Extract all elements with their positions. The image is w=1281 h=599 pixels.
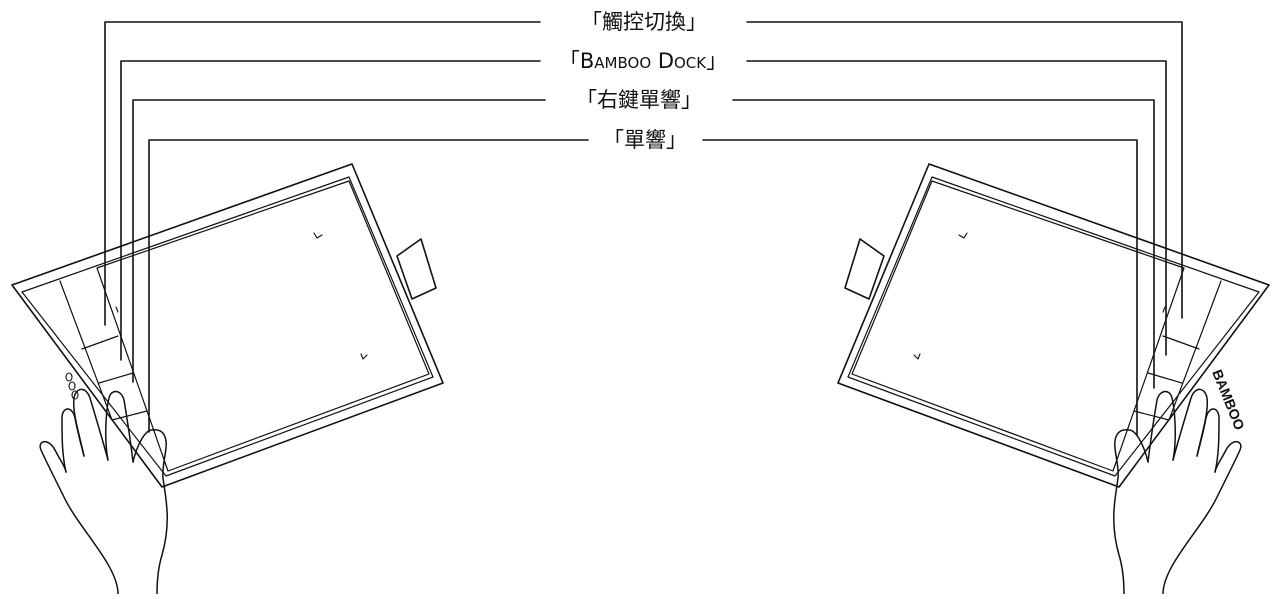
- leader-line-bamboo-dock-right: [746, 60, 1167, 356]
- leader-line-touch-toggle-left: [104, 21, 541, 326]
- leader-line-right-click-left: [132, 99, 546, 383]
- left-express-key-sep-2: [98, 372, 134, 384]
- left-express-key-sep-3: [111, 410, 148, 421]
- leader-line-click-right: [702, 139, 1138, 436]
- left-corner-mark-1: [313, 232, 323, 239]
- right-corner-mark-1: [958, 232, 968, 239]
- left-tablet: [11, 163, 444, 488]
- left-tablet-divider: [59, 280, 113, 421]
- right-tablet: [837, 163, 1270, 488]
- left-tablet-inner-border: [21, 176, 434, 477]
- left-logo-dot-1: [65, 372, 73, 382]
- right-tablet-divider: [1168, 280, 1222, 421]
- left-corner-mark-3: [115, 306, 119, 313]
- right-tablet-brand: BAMBOO: [1209, 367, 1248, 432]
- right-corner-mark-2: [913, 353, 921, 360]
- right-corner-mark-3: [1162, 306, 1166, 313]
- leader-line-click-left: [148, 139, 589, 433]
- right-hand: [1113, 388, 1242, 595]
- left-corner-mark-2: [360, 353, 368, 360]
- leader-line-touch-toggle-right: [746, 21, 1183, 319]
- right-express-key-sep-1: [1162, 335, 1200, 350]
- label-click: 「單響」: [599, 128, 691, 152]
- left-pen-holder: [396, 238, 437, 300]
- right-express-key-sep-3: [1133, 410, 1170, 421]
- left-logo-dot-3: [71, 390, 79, 400]
- label-touch-toggle: 「觸控切換」: [577, 10, 711, 34]
- right-tablet-inner-border: [847, 176, 1260, 477]
- leader-line-right-click-right: [732, 99, 1155, 389]
- right-pen-holder: [844, 238, 885, 300]
- label-bamboo-dock: 「Bamboo Dock」: [554, 49, 732, 73]
- left-logo-dot-2: [68, 381, 76, 391]
- right-express-key-sep-2: [1147, 372, 1183, 384]
- label-right-click: 「右鍵單響」: [572, 88, 706, 112]
- left-express-key-sep-1: [81, 335, 119, 350]
- left-tablet-active-area: [96, 180, 430, 472]
- leader-line-bamboo-dock-left: [120, 60, 541, 361]
- left-hand: [39, 388, 168, 595]
- right-tablet-active-area: [851, 180, 1185, 472]
